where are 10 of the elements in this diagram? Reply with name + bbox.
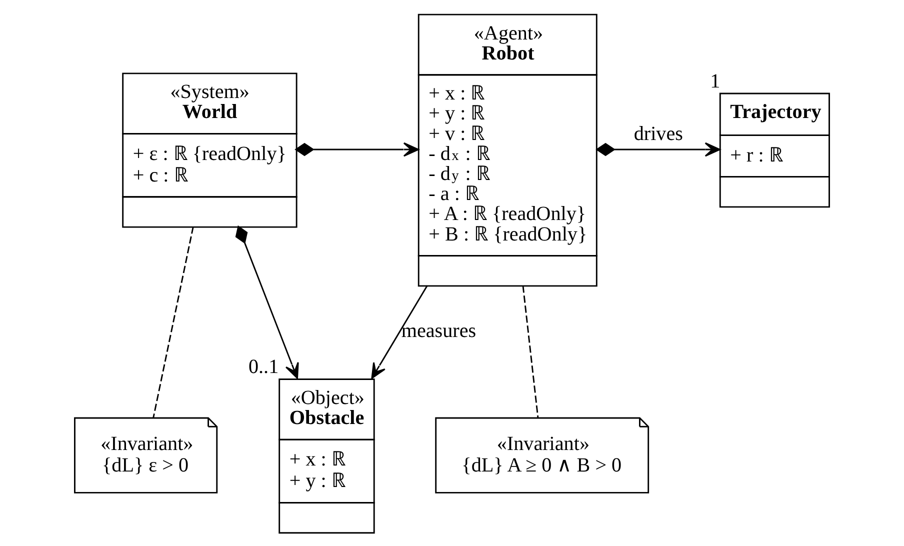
edge-label: measures [401,320,476,342]
connector [522,286,539,418]
connector [152,226,194,418]
arrow [596,142,720,157]
node-label: 0..1 [248,356,279,378]
arrow [371,285,428,379]
edge-label: drives [634,122,683,145]
node-label: 1 [710,70,720,92]
arrow [235,225,299,379]
arrow [294,142,420,157]
